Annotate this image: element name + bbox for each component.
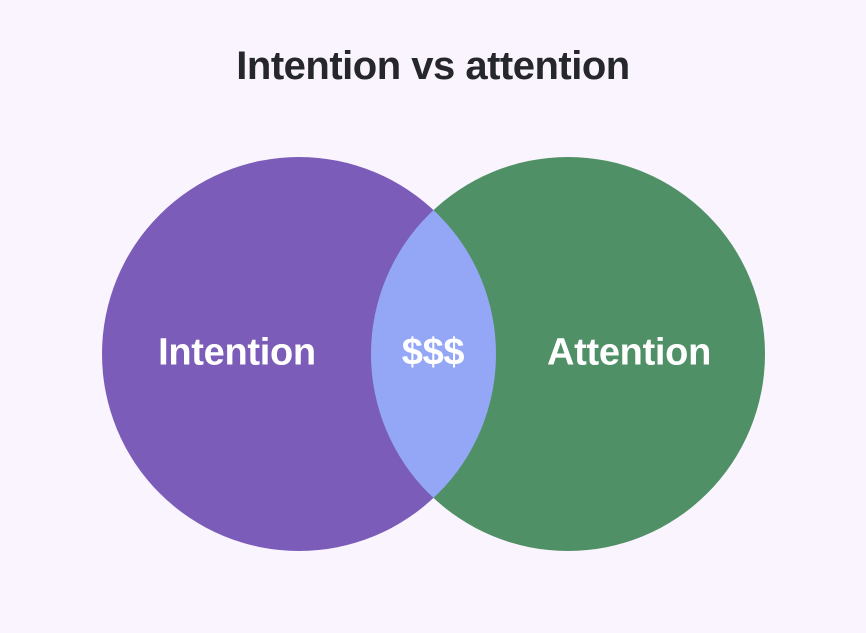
intersection-label: $$$ bbox=[401, 331, 465, 374]
diagram-title: Intention vs attention bbox=[236, 44, 630, 88]
intersection-area bbox=[371, 157, 496, 551]
intention-label: Intention bbox=[158, 331, 316, 374]
attention-label: Attention bbox=[546, 331, 712, 374]
